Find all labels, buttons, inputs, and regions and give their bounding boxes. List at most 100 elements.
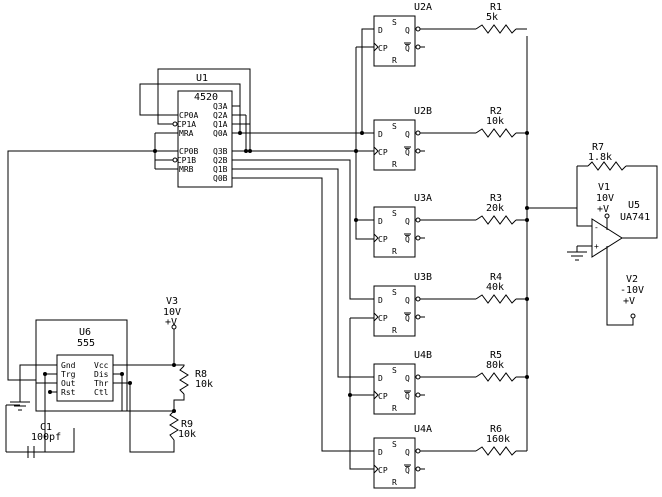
ff-pin-qbar: Q <box>405 314 410 323</box>
u1-pin-q3b: Q3B <box>213 147 228 156</box>
ladder-res-ref-2: R3 <box>490 193 502 204</box>
v3-node: +V <box>165 317 177 328</box>
ff-pin-q: Q <box>405 296 410 305</box>
ff-pin-qbar: Q <box>405 148 410 157</box>
ff-pin-d: D <box>378 217 383 226</box>
v3-ref: V3 <box>166 296 178 307</box>
resistor-r5 <box>475 372 517 382</box>
ff-pin-q: Q <box>405 217 410 226</box>
ff-pin-s: S <box>392 288 397 297</box>
ff-ref-3: U3B <box>414 272 432 283</box>
u6-wiring: C1 100pf V3 10V +V R8 10k R9 10k <box>5 296 213 458</box>
u1-pin-q0a: Q0A <box>213 129 228 138</box>
ladder-res-ref-4: R5 <box>490 350 502 361</box>
u6-timer: U6 555 Gnd Trg Out Rst Vcc Dis Thr Ctl <box>35 319 128 412</box>
u1-pin-cp1b: -CP1B <box>172 156 196 165</box>
ff-pin-d: D <box>378 296 383 305</box>
ff-pin-d: D <box>378 448 383 457</box>
ff-pin-d: D <box>378 26 383 35</box>
r9-value: 10k <box>178 429 196 440</box>
v1-value: 10V <box>596 193 614 204</box>
resistor-r3 <box>475 215 517 225</box>
u1-counter: U1 4520 CP0A -CP1A MRA CP0B -CP1B MRB Q3… <box>172 73 233 188</box>
c1-value: 100pf <box>31 432 61 443</box>
opamp-section: R7 1.8k - + U5 UA741 V1 10V +V V2 -10V +… <box>527 142 658 326</box>
r9-ref: R9 <box>181 419 193 430</box>
r8-resistor <box>179 365 189 395</box>
ff-ref-4: U4B <box>414 350 432 361</box>
ff-pin-d: D <box>378 130 383 139</box>
u1-ref: U1 <box>196 73 208 84</box>
ladder-res-ref-1: R2 <box>490 106 502 117</box>
v1-node: +V <box>597 204 609 215</box>
u1-part: 4520 <box>194 92 218 103</box>
u6-pin-dis: Dis <box>94 370 109 379</box>
v3-value: 10V <box>163 307 181 318</box>
u6-pin-gnd: Gnd <box>61 361 76 370</box>
u6-pin-thr: Thr <box>94 379 109 388</box>
ladder-res-value-2: 20k <box>486 203 504 214</box>
ff-pin-s: S <box>392 122 397 131</box>
ff-pin-qbar: Q <box>405 235 410 244</box>
u1-pin-mrb: MRB <box>179 165 194 174</box>
ff-ref-5: U4A <box>414 424 432 435</box>
ff-pin-r: R <box>392 404 397 413</box>
u1-pin-q1b: Q1B <box>213 165 228 174</box>
ff-pin-qbar: Q <box>405 392 410 401</box>
u6-pin-vcc: Vcc <box>94 361 109 370</box>
ff-pin-q: Q <box>405 374 410 383</box>
v1-ref: V1 <box>598 182 610 193</box>
u1-pin-q3a: Q3A <box>213 102 228 111</box>
resistor-r1 <box>475 24 517 34</box>
c1-ref: C1 <box>40 422 52 433</box>
ff-pin-s: S <box>392 209 397 218</box>
flipflop-ladder: U2ASDCPRQQR15kU2BSDCPRQQR210kU3ASDCPRQQR… <box>373 2 529 489</box>
ladder-res-value-5: 160k <box>486 434 510 445</box>
resistor-r2 <box>475 128 517 138</box>
ff-ref-0: U2A <box>414 2 432 13</box>
ff-pin-d: D <box>378 374 383 383</box>
u1-pin-q0b: Q0B <box>213 174 228 183</box>
resistor-r6 <box>475 446 517 456</box>
ff-pin-r: R <box>392 160 397 169</box>
ff-pin-qbar: Q <box>405 466 410 475</box>
ff-pin-cp: CP <box>378 235 388 244</box>
u6-pin-trg: Trg <box>61 370 76 379</box>
ff-pin-q: Q <box>405 448 410 457</box>
ff-pin-r: R <box>392 56 397 65</box>
ff-pin-s: S <box>392 18 397 27</box>
r8-ref: R8 <box>195 369 207 380</box>
u6-ref: U6 <box>79 327 91 338</box>
r7-resistor <box>587 161 627 171</box>
ff-pin-r: R <box>392 326 397 335</box>
ff-pin-cp: CP <box>378 466 388 475</box>
ff-ref-1: U2B <box>414 106 432 117</box>
u1-pin-q2b: Q2B <box>213 156 228 165</box>
u1-pin-q2a: Q2A <box>213 111 228 120</box>
ladder-res-value-4: 80k <box>486 360 504 371</box>
ladder-res-ref-5: R6 <box>490 424 502 435</box>
u1-pin-cp1a: -CP1A <box>172 120 196 129</box>
ff-pin-cp: CP <box>378 392 388 401</box>
r9-resistor <box>169 410 179 441</box>
ff-pin-r: R <box>392 247 397 256</box>
u1-pin-q1a: Q1A <box>213 120 228 129</box>
ff-pin-cp: CP <box>378 314 388 323</box>
ff-ref-2: U3A <box>414 193 432 204</box>
ff-pin-q: Q <box>405 130 410 139</box>
ladder-res-ref-0: R1 <box>490 2 502 13</box>
r7-ref: R7 <box>592 142 604 153</box>
ladder-res-value-0: 5k <box>486 12 498 23</box>
u5-ref: U5 <box>628 200 640 211</box>
u6-pin-out: Out <box>61 379 76 388</box>
ladder-res-ref-3: R4 <box>490 272 502 283</box>
u6-pin-ctl: Ctl <box>94 388 109 397</box>
ff-pin-r: R <box>392 478 397 487</box>
u1-pin-mra: MRA <box>179 129 194 138</box>
